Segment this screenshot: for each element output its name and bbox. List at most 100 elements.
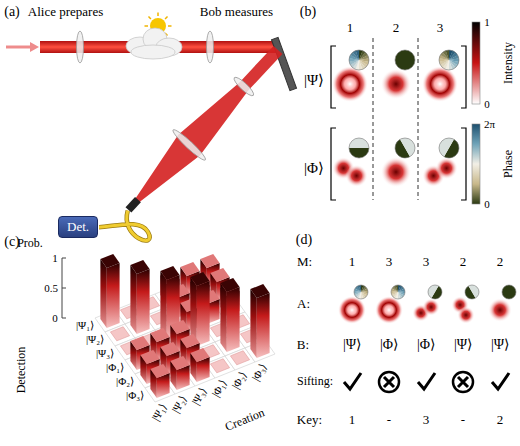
basis-ket: |Φ⟩	[380, 337, 398, 352]
check-stroke	[344, 373, 361, 389]
check-stroke	[418, 373, 435, 389]
bar-front	[257, 293, 270, 358]
key-value: 1	[349, 413, 356, 427]
check-stroke	[492, 373, 509, 389]
phase-sector	[449, 60, 453, 70]
beam-profile	[332, 66, 368, 102]
bar-front	[227, 287, 240, 352]
intensity-lobe	[341, 161, 371, 191]
check-mark	[492, 373, 509, 389]
phase-sector	[395, 50, 415, 70]
phase-colorbar	[472, 124, 480, 204]
dashed-divider	[373, 38, 374, 200]
bar-side	[220, 283, 226, 352]
panel-letter: (a)	[4, 4, 20, 19]
bar-top	[170, 356, 189, 370]
optical-fiber	[99, 211, 150, 241]
bracket	[331, 46, 336, 108]
phase-rim	[465, 285, 479, 299]
bar-top	[200, 254, 219, 268]
detection-ket: |Φ₁⟩	[106, 361, 124, 373]
phase-sector	[396, 285, 399, 292]
beam-profile	[488, 298, 512, 322]
axis-tick-label: 0	[52, 312, 58, 324]
row-label: Sifting:	[297, 375, 333, 388]
reject-mark	[379, 372, 399, 392]
phase-rim	[354, 285, 368, 299]
lens	[77, 31, 84, 63]
detection-ket: |Ψ₂⟩	[86, 333, 104, 345]
row-label: A:	[297, 297, 310, 311]
mode-index: 2	[393, 21, 400, 35]
reject-cross	[458, 377, 468, 387]
phase-sector	[361, 292, 364, 299]
axis-tick-label: 0.5	[44, 282, 58, 294]
phase-sector	[356, 50, 360, 60]
bracket	[331, 128, 336, 200]
phase-rim	[391, 285, 405, 299]
phase-rim	[395, 138, 415, 158]
axis-tick	[62, 318, 66, 319]
basis-ket: |Φ⟩	[417, 337, 435, 352]
beam-profile	[418, 153, 462, 191]
panel-letter: (b)	[300, 4, 316, 19]
mirror	[271, 37, 296, 90]
intensity-ring	[422, 66, 458, 102]
phase-disc	[349, 50, 369, 70]
sun-ray	[148, 16, 150, 18]
phase-sector	[502, 285, 516, 299]
lens	[171, 127, 208, 162]
intensity-lobe	[419, 295, 443, 319]
row-label: Key:	[297, 413, 322, 427]
bar-top	[210, 268, 229, 282]
sun-ray	[165, 16, 167, 18]
setup-label: Bob measures	[200, 5, 273, 19]
fiber-coupler	[126, 197, 141, 213]
bar-top	[220, 278, 239, 292]
sun-ray	[145, 25, 149, 27]
input-arrow	[6, 46, 31, 49]
lens	[207, 31, 214, 63]
mode-index: 3	[437, 21, 444, 35]
phase-rim	[349, 50, 369, 70]
detector-box: Det.	[58, 216, 98, 238]
phase-rim	[502, 285, 516, 299]
intensity-spot	[381, 69, 412, 100]
phase-disc	[439, 138, 459, 158]
colorbar-tick: 2π	[484, 118, 495, 130]
basis-ket: |Ψ⟩	[343, 337, 361, 352]
bar-side	[250, 289, 256, 358]
axis-tick	[62, 288, 66, 289]
detection-ket: |Ψ₁⟩	[76, 319, 94, 331]
bar-top	[250, 284, 269, 298]
sun-ray	[168, 25, 172, 27]
phase-sector	[398, 292, 401, 299]
intensity-colorbar	[472, 22, 480, 104]
axis-title: Prob.	[17, 237, 43, 250]
row-label: M:	[297, 255, 312, 269]
phase-rim	[439, 50, 459, 70]
bar-top	[110, 327, 129, 341]
beam-profile	[422, 66, 458, 102]
reject-ring	[379, 372, 399, 392]
phase-disc	[428, 285, 442, 299]
phase-rim	[349, 138, 369, 158]
axis-tick	[62, 258, 66, 259]
panel-letter: (d)	[296, 232, 312, 247]
basis-ket: |Ψ⟩	[454, 337, 472, 352]
colorbar-tick: 0	[484, 98, 490, 110]
bar-top	[160, 266, 179, 280]
cloud-icon	[126, 28, 182, 59]
basis-ket: |Ψ⟩	[304, 72, 324, 89]
creation-ket: |Ψ₂⟩	[169, 393, 189, 415]
phase-rim	[428, 285, 442, 299]
beam-profile	[381, 69, 412, 100]
bar-front	[107, 263, 120, 328]
mode-index: 3	[386, 255, 393, 269]
bar-top	[210, 359, 229, 373]
bar-side	[130, 265, 136, 334]
optical-fiber-outline	[99, 211, 150, 241]
mode-index: 1	[347, 21, 354, 35]
phase-disc	[391, 285, 405, 299]
